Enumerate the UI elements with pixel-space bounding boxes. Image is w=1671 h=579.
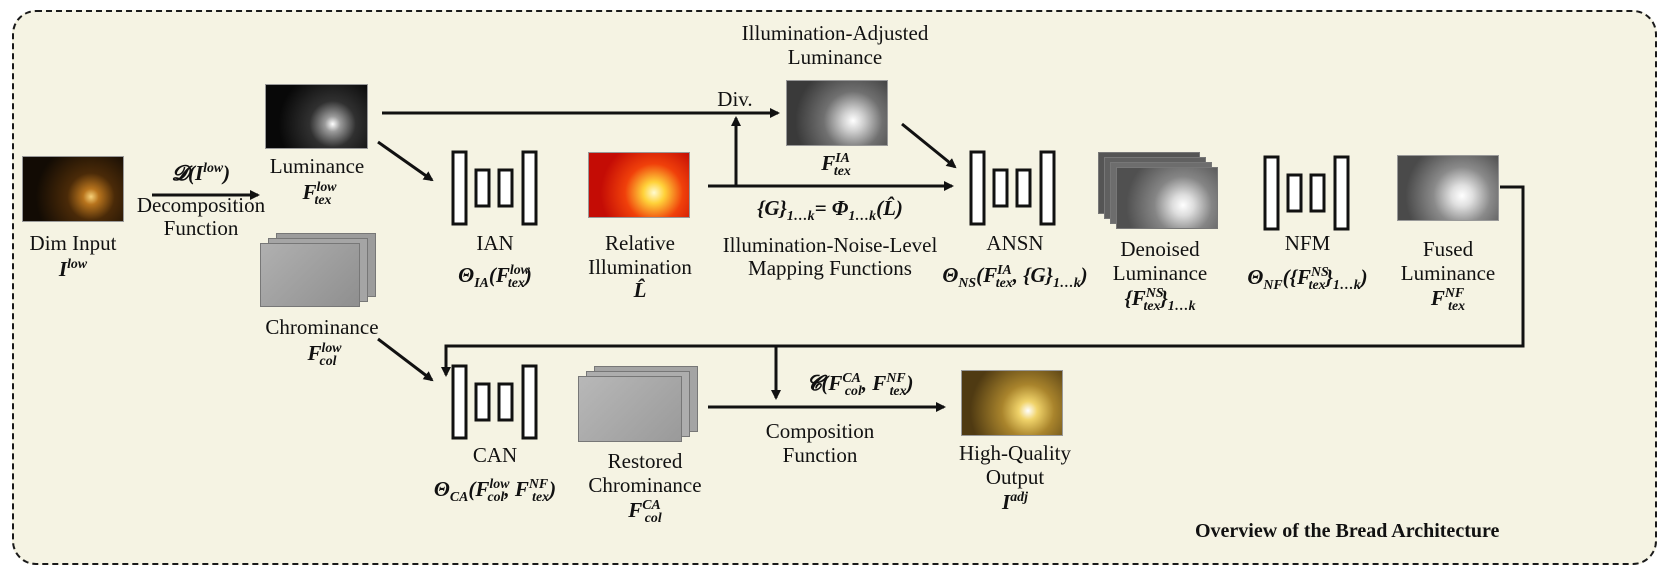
illumination-adjusted-symbol: FIAtex bbox=[821, 150, 851, 179]
arrow-chrominance-to-can bbox=[377, 337, 434, 382]
luminance-image bbox=[265, 84, 368, 149]
can-label: CAN ΘCA(Flowcol, FNFtex) bbox=[405, 443, 585, 504]
decomposition-label: 𝓓(Ilow) Decomposition Function bbox=[126, 160, 276, 241]
nfm-label: NFM ΘNF({FNStex}1…k) bbox=[1225, 231, 1390, 292]
fused-luminance-image bbox=[1397, 155, 1499, 221]
mapping-expression: {G}1…k= Φ1…k(L̂) bbox=[757, 196, 903, 224]
denoised-label: Denoised Luminance {FNStex}1…k bbox=[1100, 237, 1220, 314]
relative-illumination-label: Relative Illumination L̂ bbox=[588, 231, 692, 303]
ansn-block bbox=[969, 150, 1056, 226]
composition-expression: 𝓒(FCAcol, FNFtex) bbox=[806, 370, 914, 399]
ian-expression: ΘIA(Flowtex) bbox=[458, 261, 532, 290]
ian-label: IAN ΘIA(Flowtex) bbox=[415, 231, 575, 290]
nfm-expression: ΘNF({FNStex}1…k) bbox=[1247, 263, 1368, 292]
can-expression: ΘCA(Flowcol, FNFtex) bbox=[433, 475, 557, 504]
dim-input-label: Dim Input Ilow bbox=[22, 231, 124, 281]
ian-block bbox=[451, 150, 538, 226]
ansn-expression: ΘNS(FIAtex, {G}1…k) bbox=[942, 261, 1088, 290]
chrominance-image-stack bbox=[260, 233, 380, 309]
mapping-label: {G}1…k= Φ1…k(L̂) Illumination-Noise-Leve… bbox=[700, 196, 960, 281]
output-label: High-Quality Output Iadj bbox=[945, 441, 1085, 515]
can-block bbox=[451, 364, 538, 440]
illumination-adjusted-image bbox=[786, 80, 888, 146]
arrow-luminance-to-ian bbox=[377, 140, 434, 182]
ansn-label: ANSN ΘNS(FIAtex, {G}1…k) bbox=[930, 231, 1100, 290]
fused-label: Fused Luminance FNFtex bbox=[1388, 237, 1508, 314]
luminance-label: Luminance Flowtex bbox=[256, 154, 378, 207]
restored-label: Restored Chrominance FCAcol bbox=[580, 449, 710, 526]
denoised-symbol: {FNStex}1…k bbox=[1124, 285, 1196, 314]
nfm-block bbox=[1263, 155, 1350, 231]
denoised-image-stack bbox=[1098, 152, 1218, 234]
chrominance-symbol: Flowcol bbox=[307, 339, 342, 368]
decomposition-expression: 𝓓(Ilow) bbox=[171, 160, 231, 185]
dim-input-symbol: Ilow bbox=[58, 255, 88, 281]
chrominance-label: Chrominance Flowcol bbox=[252, 315, 392, 368]
luminance-symbol: Flowtex bbox=[302, 178, 337, 207]
div-label: Div. bbox=[717, 87, 753, 111]
restored-symbol: FCAcol bbox=[628, 497, 662, 526]
arrow-ia-to-ansn bbox=[901, 122, 957, 169]
relative-illumination-image bbox=[588, 152, 690, 218]
dim-input-image bbox=[22, 156, 124, 222]
arrow-fused-feedback bbox=[441, 185, 1525, 377]
output-symbol: Iadj bbox=[1002, 489, 1028, 515]
composition-label: Composition Function bbox=[765, 419, 875, 467]
fused-symbol: FNFtex bbox=[1430, 285, 1466, 314]
illumination-adjusted-title: Illumination-Adjusted Luminance bbox=[741, 21, 929, 69]
diagram-title: Overview of the Bread Architecture bbox=[1195, 520, 1500, 542]
restored-chrominance-image-stack bbox=[578, 366, 702, 444]
high-quality-output-image bbox=[961, 370, 1063, 436]
